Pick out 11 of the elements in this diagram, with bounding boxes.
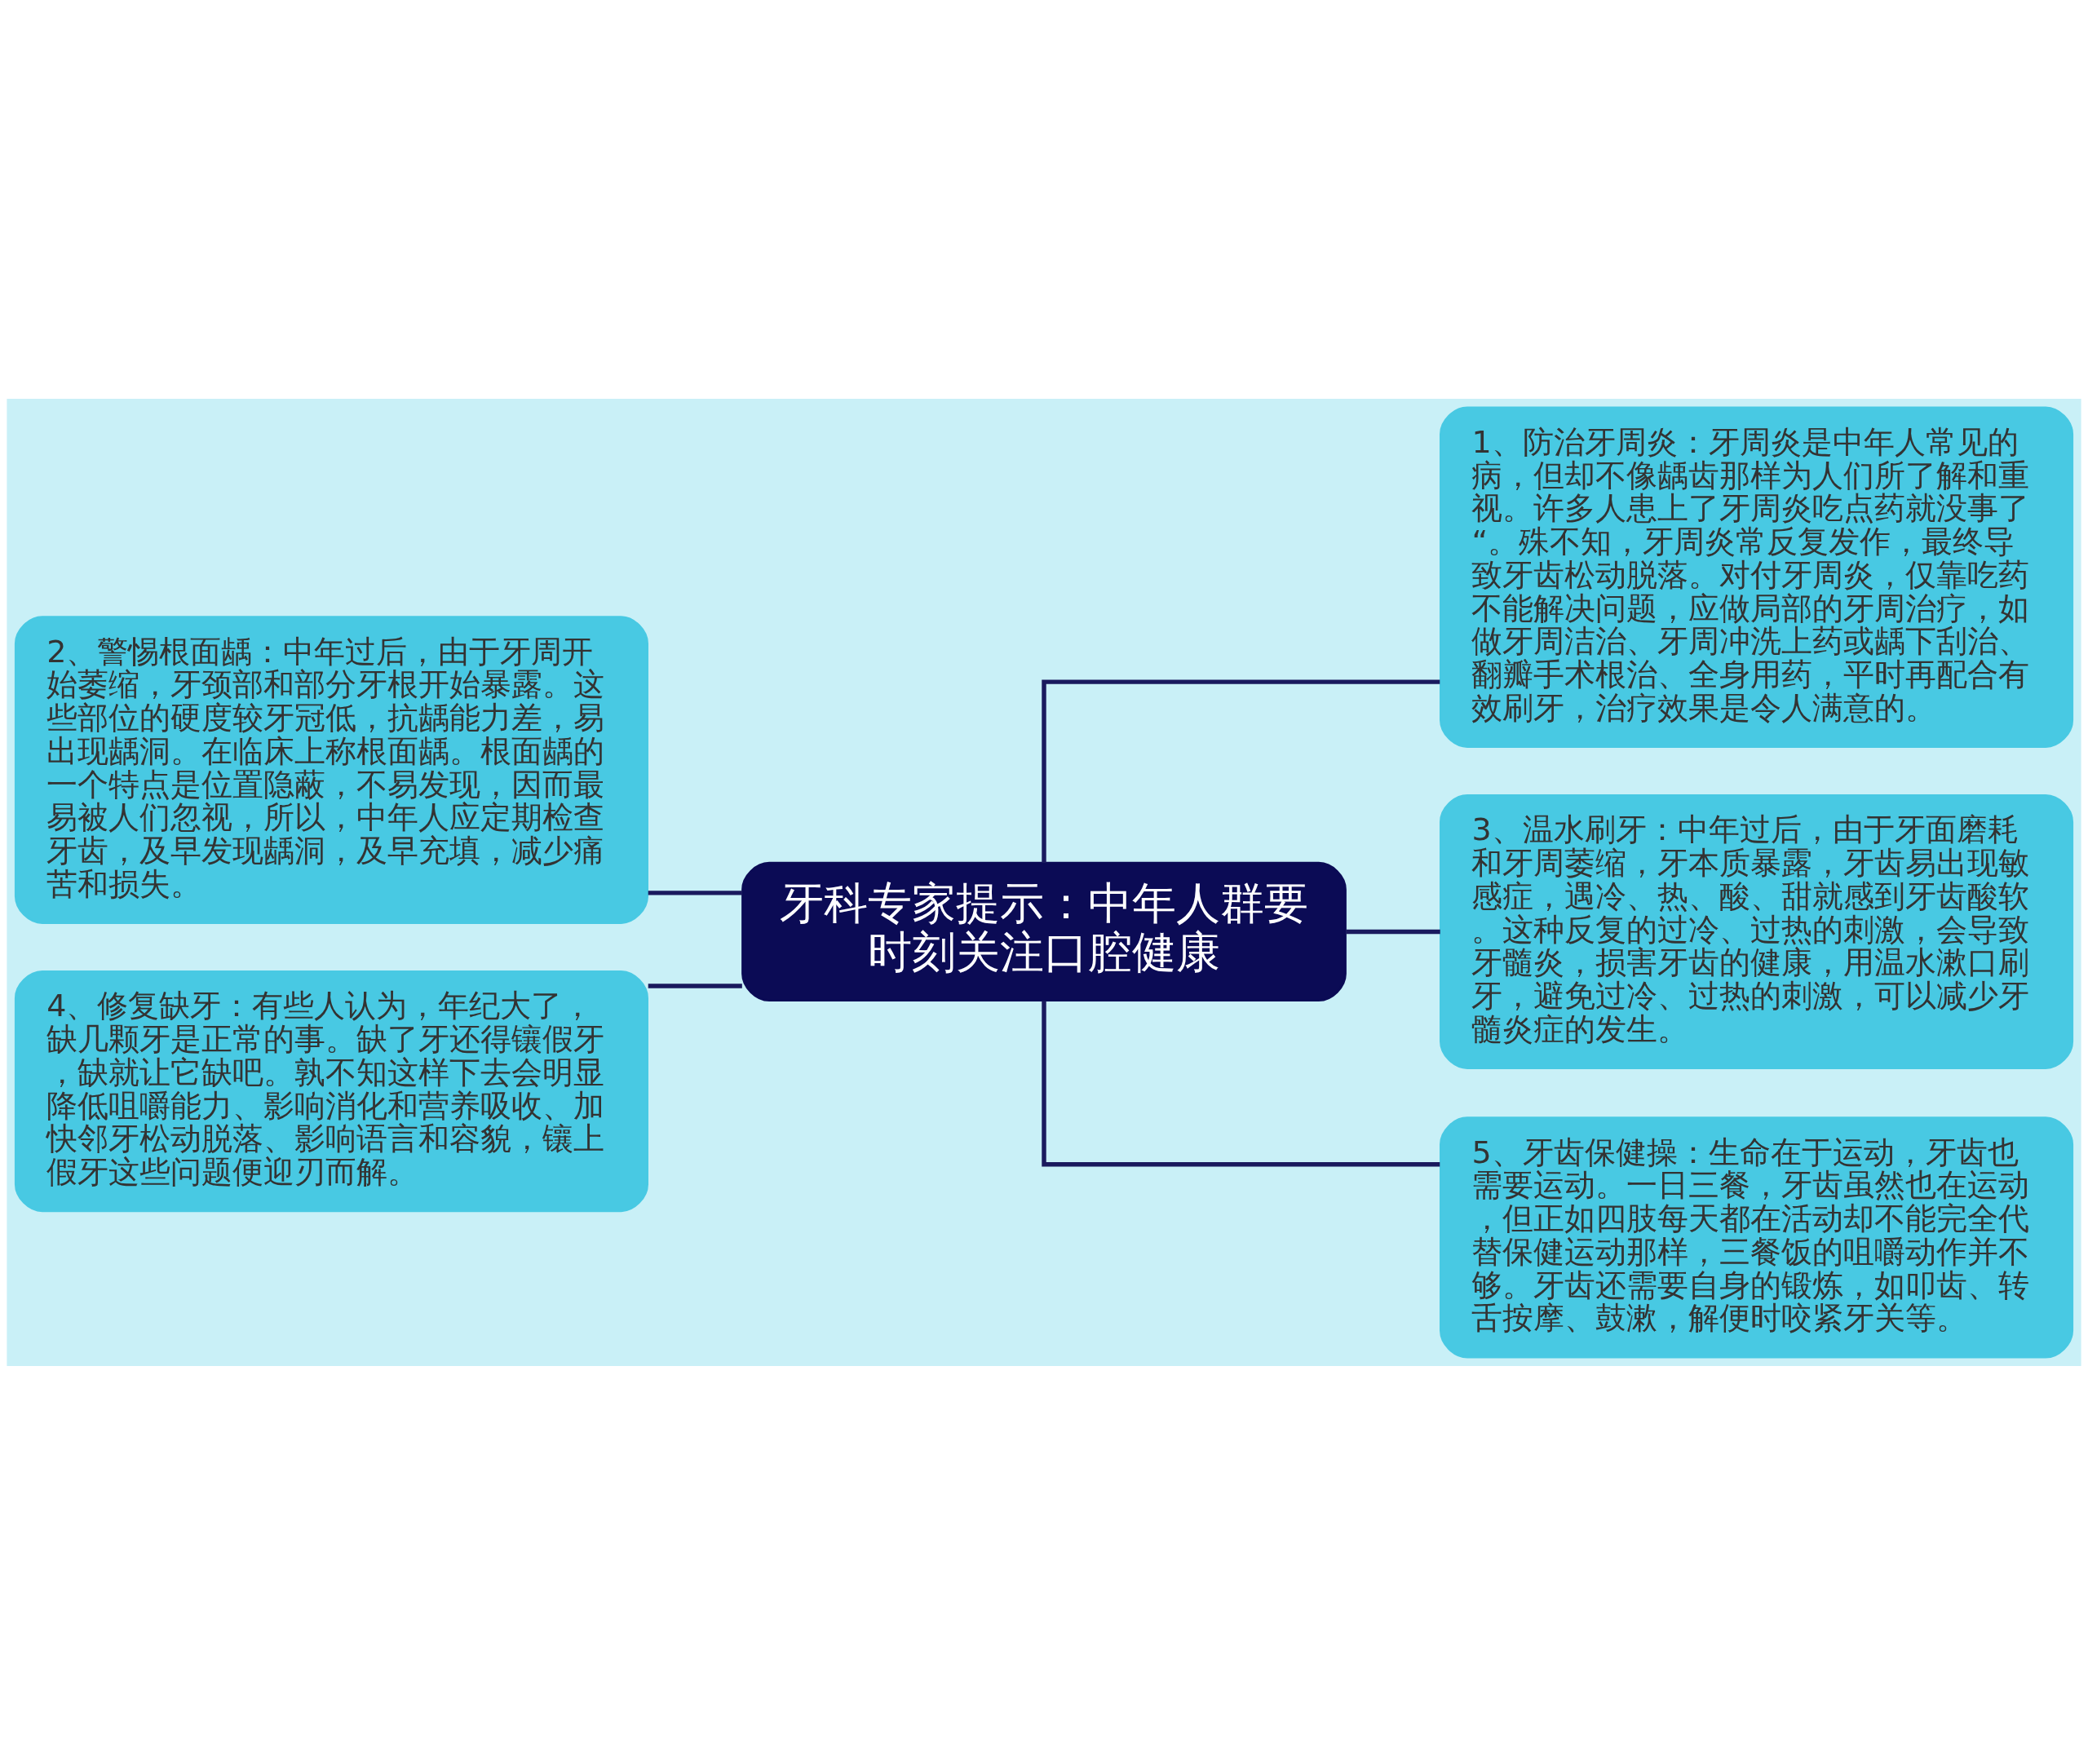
- connector: [1346, 929, 1440, 934]
- connector: [648, 983, 742, 988]
- node-box: 5、牙齿保健操：生命在于运动，牙齿也需要运动。一日三餐，牙齿虽然也在运动，但正如四肢每天都在活动却不能完全代替保健运动那样，三餐饭的咀嚼动作并不够。牙齿还需要自身的锻炼，如叩齿、转舌按摩、鼓漱，解便时咬紧牙关等。: [1440, 1116, 2074, 1358]
- connector: [648, 890, 742, 895]
- connector: [1042, 1000, 1440, 1166]
- node-box: 3、温水刷牙：中年过后，由于牙面磨耗和牙周萎缩，牙本质暴露，牙齿易出现敏感症，遇冷、热、酸、甜就感到牙齿酸软。这种反复的过冷、过热的刺激，会导致牙髓炎，损害牙齿的健康，用温水漱口刷牙，避免过冷、过热的刺激，可以减少牙髓炎症的发生。: [1440, 794, 2074, 1069]
- node-box: 1、防治牙周炎：牙周炎是中年人常见的病，但却不像龋齿那样为人们所了解和重视。许多人患上了牙周炎吃点药就没事了“。殊不知，牙周炎常反复发作，最终导致牙齿松动脱落。对付牙周炎，仅靠吃药不能解决问题，应做局部的牙周治疗，如做牙周洁治、牙周冲洗上药或龋下刮治、翻瓣手术根治、全身用药，平时再配合有效刷牙，治疗效果是令人满意的。: [1440, 406, 2074, 748]
- node-box: 4、修复缺牙：有些人认为，年纪大了，缺几颗牙是正常的事。缺了牙还得镶假牙，缺就让它缺吧。孰不知这样下去会明显降低咀嚼能力、影响消化和营养吸收、加快邻牙松动脱落、影响语言和容貌，镶上假牙这些问题便迎刃而解。: [14, 970, 648, 1212]
- node-box: 牙科专家提示：中年人群要时刻关注口腔健康: [741, 861, 1347, 1001]
- connector: [1042, 679, 1440, 863]
- node-box: 2、警惕根面龋：中年过后，由于牙周开始萎缩，牙颈部和部分牙根开始暴露。这些部位的硬度较牙冠低，抗龋能力差，易出现龋洞。在临床上称根面龋。根面龋的一个特点是位置隐蔽，不易发现，因而最易被人们忽视，所以，中年人应定期检查牙齿，及早发现龋洞，及早充填，减少痛苦和损失。: [14, 615, 648, 924]
